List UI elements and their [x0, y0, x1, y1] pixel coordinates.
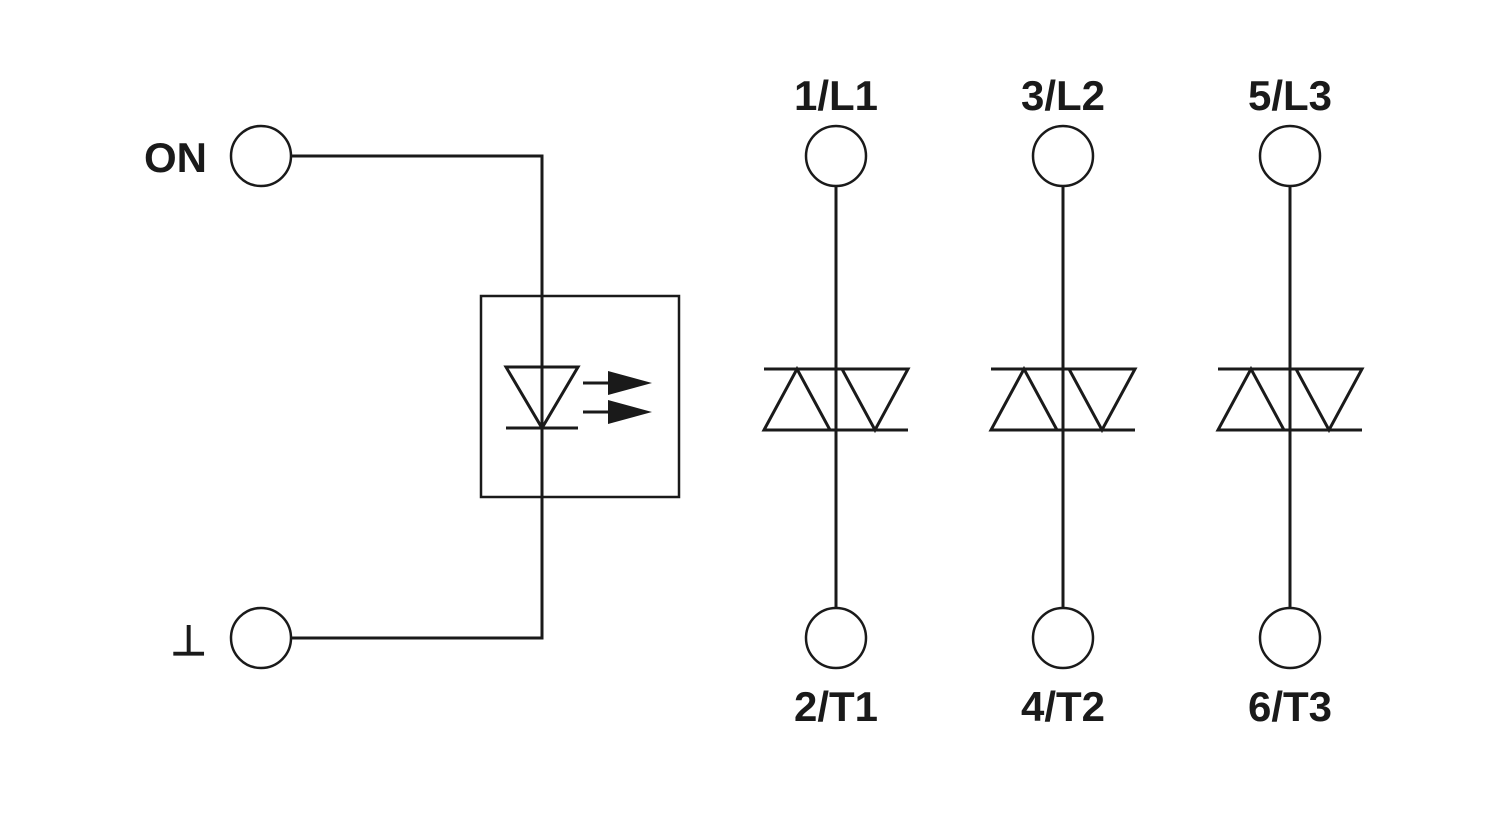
- phase-2-load-terminal: [1031, 606, 1095, 670]
- phase-2-triac-icon: [988, 365, 1138, 434]
- phase-1-load-label: 2/T1: [794, 683, 878, 730]
- phase-1-line-terminal: [804, 124, 868, 188]
- on-terminal-label: ON: [144, 134, 207, 181]
- on-control-wire: [291, 154, 544, 430]
- phase-3-triac-icon: [1215, 365, 1365, 434]
- phase-1-circuit: 1/L1 2/T1: [761, 72, 911, 730]
- phase-2-circuit: 3/L2 4/T2: [988, 72, 1138, 730]
- phase-2-line-terminal: [1031, 124, 1095, 188]
- phase-1-load-terminal: [804, 606, 868, 670]
- phase-3-load-terminal: [1258, 606, 1322, 670]
- phase-1-triac-icon: [761, 365, 911, 434]
- phase-1-line-label: 1/L1: [794, 72, 878, 119]
- phase-2-line-label: 3/L2: [1021, 72, 1105, 119]
- phase-3-line-label: 5/L3: [1248, 72, 1332, 119]
- phase-3-line-terminal: [1258, 124, 1322, 188]
- ground-terminal: [229, 606, 293, 670]
- phase-2-load-label: 4/T2: [1021, 683, 1105, 730]
- led-icon: [503, 365, 581, 431]
- on-terminal: [229, 124, 293, 188]
- ground-terminal-label: ⊥: [170, 617, 207, 664]
- light-emission-arrows-icon: [583, 371, 652, 424]
- optocoupler-box: [479, 294, 681, 499]
- ground-control-wire: [291, 430, 544, 640]
- phase-3-load-label: 6/T3: [1248, 683, 1332, 730]
- phase-3-circuit: 5/L3 6/T3: [1215, 72, 1365, 730]
